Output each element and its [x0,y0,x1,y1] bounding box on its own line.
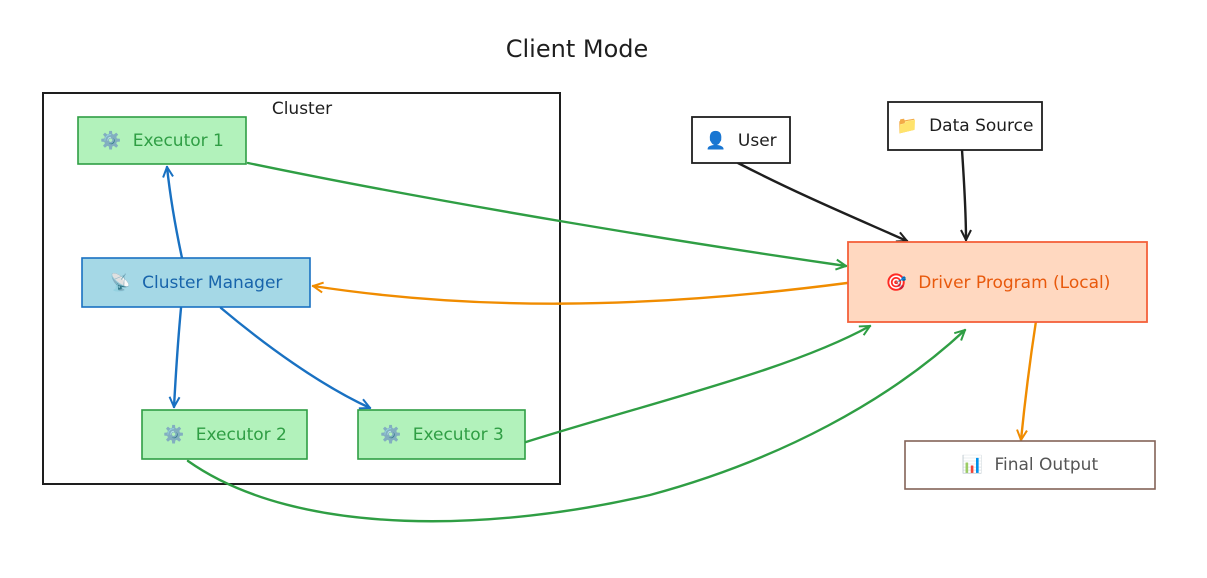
data-source-label: Data Source [929,116,1033,136]
executor-3-label: Executor 3 [413,425,504,445]
driver-program-node[interactable]: 🎯 Driver Program (Local) [847,241,1148,323]
svg-text:📊 Final Output: 📊 Final Output [962,454,1099,475]
folder-icon: 📁 [897,116,918,136]
final-output-node[interactable]: 📊 Final Output [904,440,1156,490]
arrow-executor2-to-driver [186,330,965,523]
gear-icon: ⚙️ [163,424,184,445]
arrow-user-to-driver [736,161,907,241]
executor-2-label: Executor 2 [196,425,287,445]
user-label: User [738,131,777,151]
arrows [167,148,1038,523]
arrow-executor3-to-driver [524,324,870,444]
arrow-driver-to-manager [313,283,849,305]
svg-text:⚙️ Executor 1: ⚙️ Executor 1 [100,130,224,151]
final-output-label: Final Output [994,455,1098,475]
driver-program-label: Driver Program (Local) [918,273,1110,293]
cluster-group: Cluster [42,92,561,485]
executor-1-node[interactable]: ⚙️ Executor 1 [77,116,247,165]
cluster-boundary [42,92,561,485]
user-node[interactable]: 👤 User [691,116,791,164]
executor-1-label: Executor 1 [133,131,224,151]
svg-text:⚙️ Executor 3: ⚙️ Executor 3 [380,424,504,445]
user-icon: 👤 [705,130,726,151]
executor-3-node[interactable]: ⚙️ Executor 3 [357,409,526,460]
arrow-datasource-to-driver [962,148,966,242]
arrow-manager-to-executor2 [174,306,183,407]
arrow-executor1-to-driver [246,161,846,266]
cluster-manager-node[interactable]: 📡 Cluster Manager [81,257,311,308]
svg-text:📡 Cluster Manager: 📡 Cluster Manager [110,271,283,293]
bar-chart-icon: 📊 [962,454,983,475]
gear-icon: ⚙️ [100,130,121,151]
arrow-manager-to-executor1 [167,167,184,260]
gear-icon: ⚙️ [380,424,401,445]
executor-2-node[interactable]: ⚙️ Executor 2 [141,409,308,460]
cluster-label: Cluster [272,99,332,119]
svg-text:⚙️ Executor 2: ⚙️ Executor 2 [163,424,287,445]
cluster-manager-label: Cluster Manager [142,273,282,293]
data-source-node[interactable]: 📁 Data Source [887,101,1043,151]
target-icon: 🎯 [886,273,907,293]
diagram-title: Client Mode [506,35,649,63]
satellite-antenna-icon: 📡 [110,271,131,293]
svg-text:👤 User: 👤 User [705,130,776,151]
svg-text:📁 Data Source: 📁 Data Source [897,116,1034,136]
svg-text:🎯 Driver Program (Local: 🎯 Driver Program (Local) [886,273,1111,293]
arrow-driver-to-output [1021,319,1038,440]
arrow-manager-to-executor3 [219,306,370,408]
